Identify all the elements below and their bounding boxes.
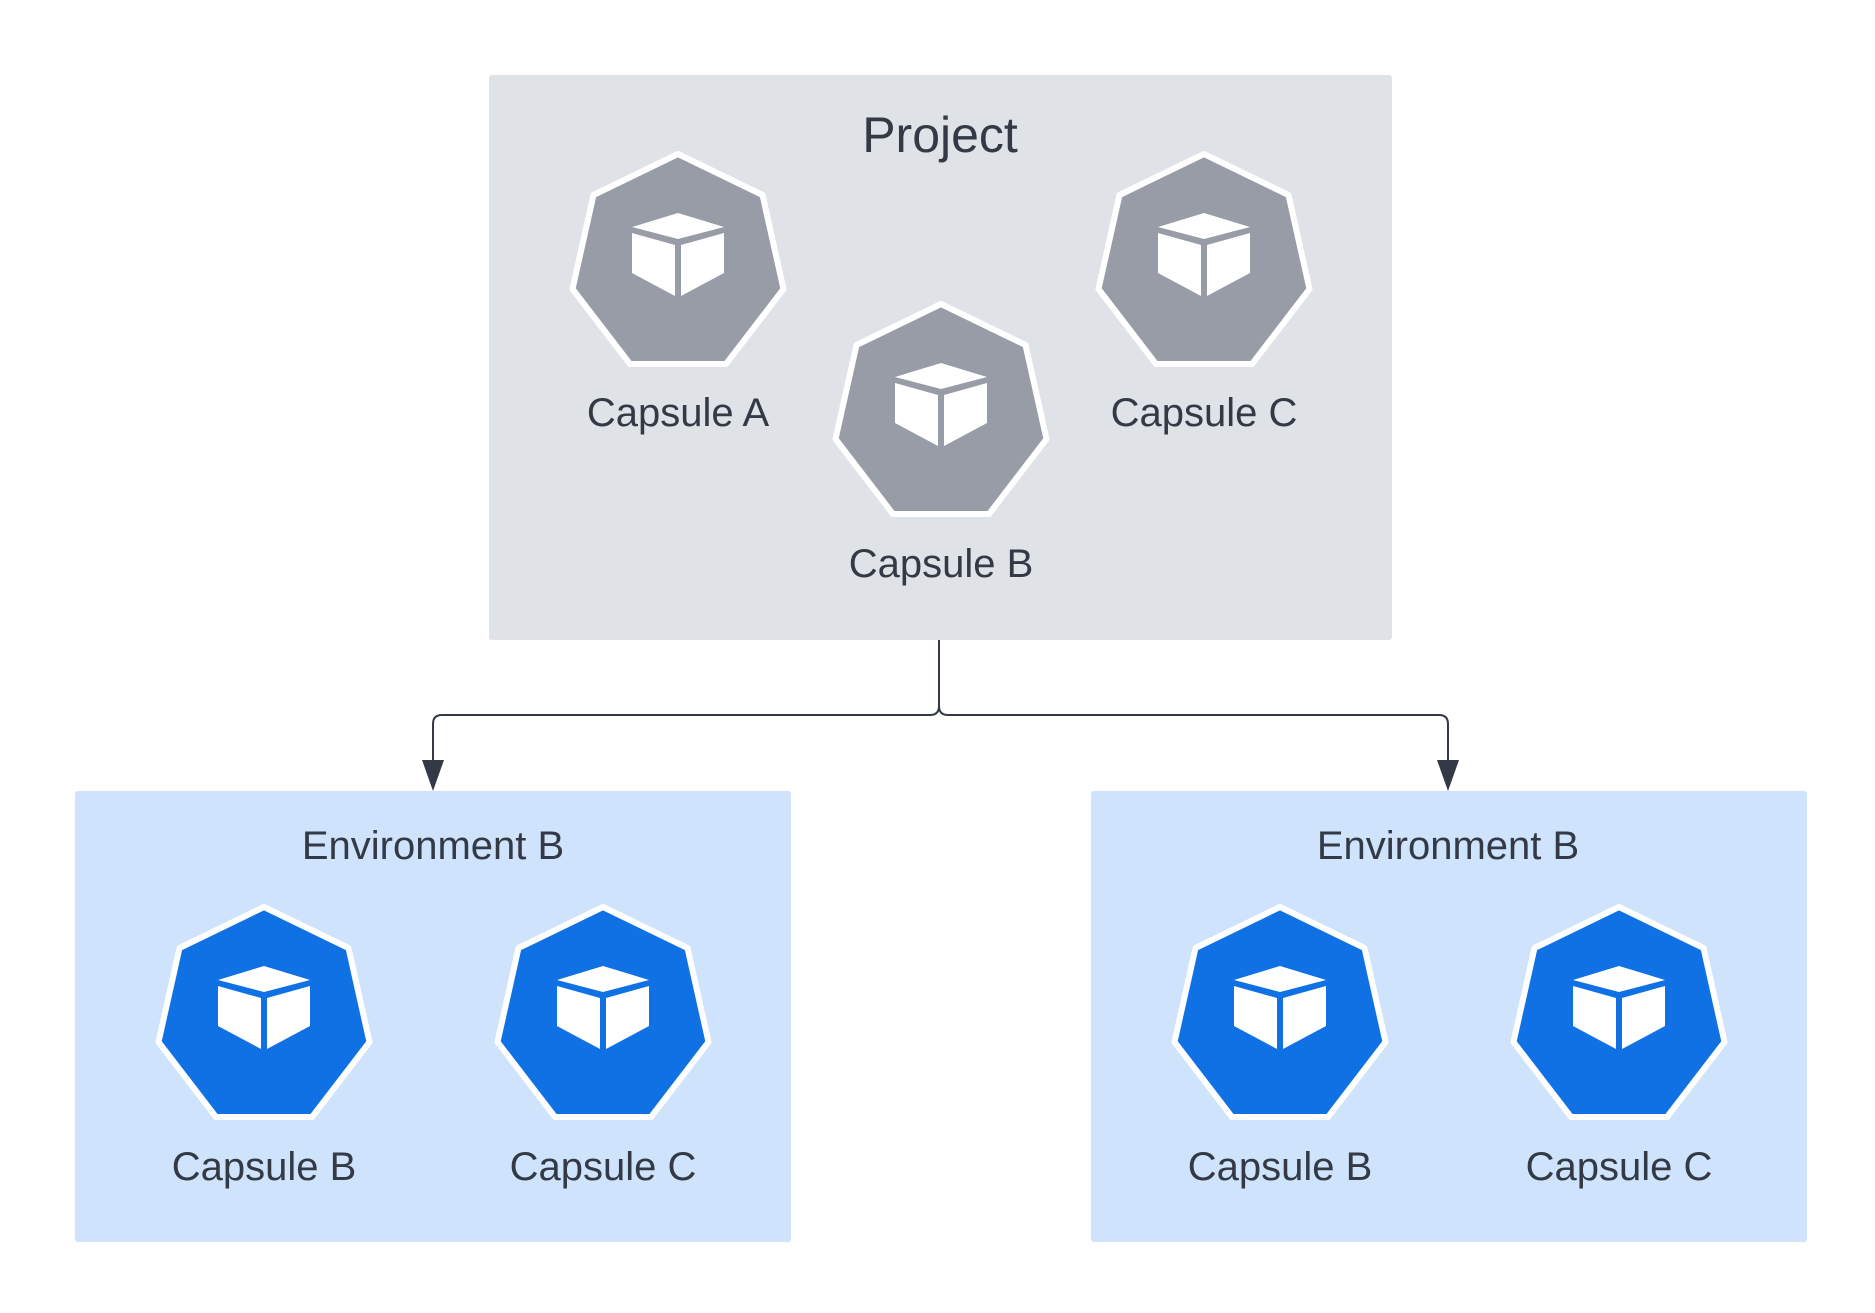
arrowhead-icon	[1437, 760, 1459, 791]
capsule-label: Capsule C	[1111, 391, 1298, 435]
capsule-label: Capsule B	[849, 542, 1034, 586]
capsule-label: Capsule C	[510, 1145, 697, 1189]
capsule-label: Capsule B	[172, 1145, 357, 1189]
capsule-label: Capsule A	[587, 391, 770, 435]
connector-project-to-environment-right	[938, 640, 1449, 762]
environment-box-background	[1091, 791, 1807, 1242]
project-box: Project Capsule A Capsule B Capsule C	[489, 75, 1392, 640]
project-title: Project	[862, 107, 1018, 163]
arrowhead-icon	[422, 760, 444, 791]
connectors	[432, 640, 1449, 762]
environment-box-left: Environment B Capsule B Capsule C	[75, 791, 791, 1242]
capsule-label: Capsule B	[1188, 1145, 1373, 1189]
environment-box-right: Environment B Capsule B Capsule C	[1091, 791, 1807, 1242]
environment-title: Environment B	[302, 824, 564, 868]
environment-title: Environment B	[1317, 824, 1579, 868]
environment-box-background	[75, 791, 791, 1242]
capsule-label: Capsule C	[1526, 1145, 1713, 1189]
connector-project-to-environment-left	[432, 640, 940, 762]
